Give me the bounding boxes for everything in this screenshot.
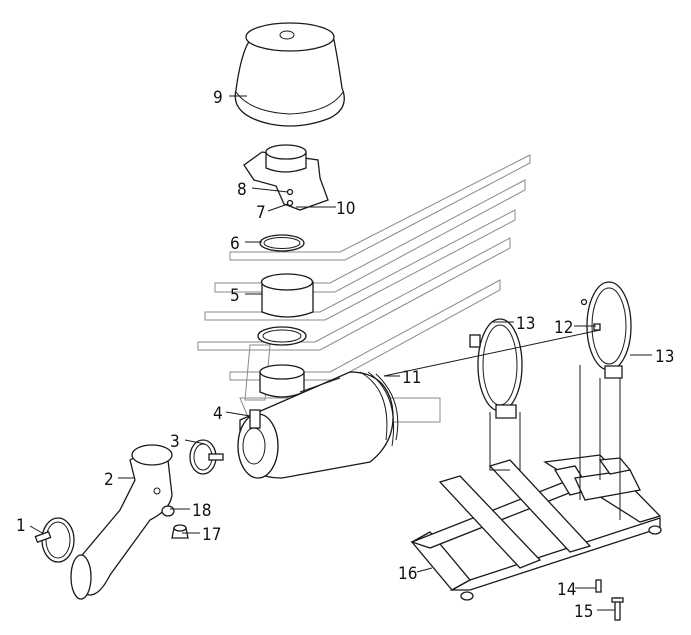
bolt-14-part bbox=[595, 579, 602, 593]
fitting-18-part bbox=[161, 505, 175, 517]
callout-14: 14 bbox=[557, 580, 576, 600]
lower-ring-part bbox=[257, 326, 307, 346]
ring-part bbox=[259, 234, 305, 252]
callout-3: 3 bbox=[170, 432, 180, 452]
support-legs bbox=[489, 365, 621, 520]
callout-6: 6 bbox=[230, 234, 240, 254]
mounting-band-right-part bbox=[580, 281, 632, 379]
callout-1: 1 bbox=[16, 516, 26, 536]
mounting-band-left-part bbox=[469, 318, 523, 419]
clamp-1-part bbox=[34, 517, 75, 563]
frame-part bbox=[410, 454, 662, 601]
callout-7: 7 bbox=[256, 203, 266, 223]
callout-4: 4 bbox=[213, 404, 223, 424]
callout-11: 11 bbox=[402, 368, 421, 388]
callout-18: 18 bbox=[192, 501, 211, 521]
callout-17: 17 bbox=[202, 525, 221, 545]
callout-10: 10 bbox=[336, 199, 355, 219]
filter-element-part bbox=[260, 273, 314, 318]
clamp-3-part bbox=[189, 439, 224, 475]
filter-housing-part bbox=[237, 371, 399, 479]
callout-labels: 9 8 7 10 6 5 4 3 2 1 18 17 11 13 12 13 1… bbox=[16, 88, 674, 622]
callout-13b: 13 bbox=[655, 347, 674, 367]
callout-9: 9 bbox=[213, 88, 223, 108]
leader-lines bbox=[29, 95, 652, 611]
callout-2: 2 bbox=[104, 470, 114, 490]
callout-13a: 13 bbox=[516, 314, 535, 334]
filter-cover-part bbox=[234, 22, 345, 127]
callout-5: 5 bbox=[230, 286, 240, 306]
callout-16: 16 bbox=[398, 564, 417, 584]
callout-15: 15 bbox=[574, 602, 593, 622]
bolt-15-part bbox=[611, 597, 624, 621]
callout-8: 8 bbox=[237, 180, 247, 200]
elbow-pipe-part bbox=[70, 444, 173, 600]
inlet-tube-part bbox=[259, 364, 305, 398]
callout-12: 12 bbox=[554, 318, 573, 338]
bracket-part bbox=[243, 144, 329, 211]
valve-17-part bbox=[171, 524, 189, 539]
